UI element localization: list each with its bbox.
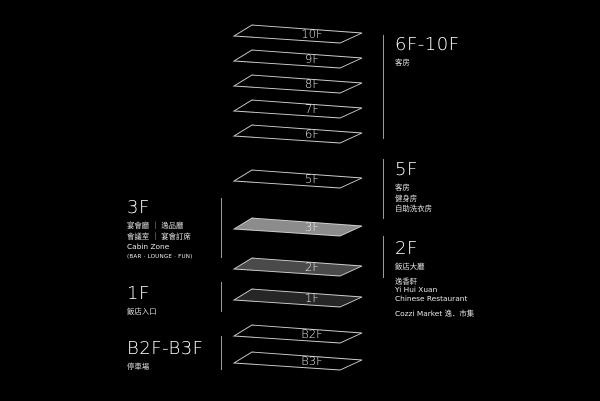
legend-upper-rooms: 6F-10F 客房 [395, 36, 460, 69]
floor-plate-outline [232, 288, 363, 308]
legend-line: 自助洗衣房 [395, 204, 432, 214]
legend-first-floor: 1F 飯店入口 [127, 285, 157, 318]
legend-line: 停車場 [127, 362, 150, 371]
bracket-1f [221, 282, 222, 312]
bracket-3f [221, 198, 222, 258]
legend-title: B2F-B3F [127, 338, 204, 359]
legend-title: 2F [395, 238, 418, 259]
legend-line: 飯店大廳 [395, 262, 425, 271]
floor-plate-5f: 5F [232, 169, 363, 189]
legend-lines: 客房 [395, 58, 460, 69]
legend-lines: 飯店大廳 逸香軒 Yi Hui Xuan Chinese Restaurant … [395, 262, 474, 320]
legend-lines: 飯店入口 [127, 307, 157, 318]
floor-plate-9f: 9F [232, 49, 363, 69]
floor-label: 8F [305, 77, 319, 91]
floor-plate-b3f: B3F [232, 351, 363, 371]
legend-title: 1F [127, 283, 150, 304]
floor-plate-outline [232, 74, 363, 94]
legend-line: Yi Hui Xuan [395, 285, 438, 295]
legend-line: 客房 [395, 183, 410, 192]
floor-plate-7f: 7F [232, 99, 363, 119]
floor-label: 10F [301, 27, 322, 41]
floor-plate-2f: 2F [232, 257, 363, 277]
floor-plate-outline [232, 24, 363, 44]
legend-lines: 停車場 [127, 362, 204, 373]
legend-title: 5F [395, 159, 418, 180]
floor-plate-outline [232, 99, 363, 119]
legend-title: 6F-10F [395, 34, 460, 55]
floor-plate-8f: 8F [232, 74, 363, 94]
floor-plate-10f: 10F [232, 24, 363, 44]
floor-plate-outline [232, 49, 363, 69]
bracket-5f [383, 159, 384, 219]
legend-line: Chinese Restaurant [395, 293, 468, 303]
bracket-2f [383, 236, 384, 278]
floor-plate-outline [232, 169, 363, 189]
floor-plate-outline [232, 351, 363, 371]
legend-line: 會議室 ｜ 宴會訂席 [127, 231, 191, 241]
legend-second-floor: 2F 飯店大廳 逸香軒 Yi Hui Xuan Chinese Restaura… [395, 240, 474, 320]
floor-plate-outline [232, 257, 363, 277]
floor-plate-3f: 3F [232, 217, 363, 237]
floor-label: B3F [301, 354, 322, 368]
floor-label: 6F [305, 127, 319, 141]
floor-label: 7F [305, 102, 319, 116]
legend-lines: 宴會廳 ｜ 逸品廳 會議室 ｜ 宴會訂席 Cabin Zone (BAR · L… [127, 221, 193, 261]
floor-plate-1f: 1F [232, 288, 363, 308]
legend-title: 3F [127, 197, 150, 218]
floor-label: B2F [301, 327, 322, 341]
legend-lines: 客房 健身房 自助洗衣房 [395, 183, 432, 215]
legend-line: 客房 [395, 58, 410, 67]
bracket-6f-10f [383, 35, 384, 139]
legend-note: (BAR · LOUNGE · FUN) [127, 254, 193, 261]
floor-label: 9F [305, 52, 319, 66]
floor-label: 2F [305, 260, 319, 274]
floor-label: 1F [305, 291, 319, 305]
legend-line: 健身房 [395, 193, 418, 203]
legend-line: Cozzi Market 逸．市集 [395, 309, 475, 319]
legend-third-floor: 3F 宴會廳 ｜ 逸品廳 會議室 ｜ 宴會訂席 Cabin Zone (BAR … [127, 199, 193, 261]
floor-plate-outline [232, 124, 363, 144]
floor-plate-6f: 6F [232, 124, 363, 144]
floor-plate-outline [232, 324, 363, 344]
legend-basement: B2F-B3F 停車場 [127, 340, 204, 373]
legend-line: Cabin Zone [127, 242, 170, 252]
floor-label: 5F [305, 172, 319, 186]
bracket-basement [221, 336, 222, 370]
legend-line: 飯店入口 [127, 307, 157, 316]
floor-plate-outline [232, 217, 363, 237]
legend-line: 宴會廳 ｜ 逸品廳 [127, 221, 184, 230]
legend-fifth-floor: 5F 客房 健身房 自助洗衣房 [395, 161, 432, 215]
legend-line: 逸香軒 [395, 276, 418, 286]
floor-plate-b2f: B2F [232, 324, 363, 344]
floor-label: 3F [305, 220, 319, 234]
